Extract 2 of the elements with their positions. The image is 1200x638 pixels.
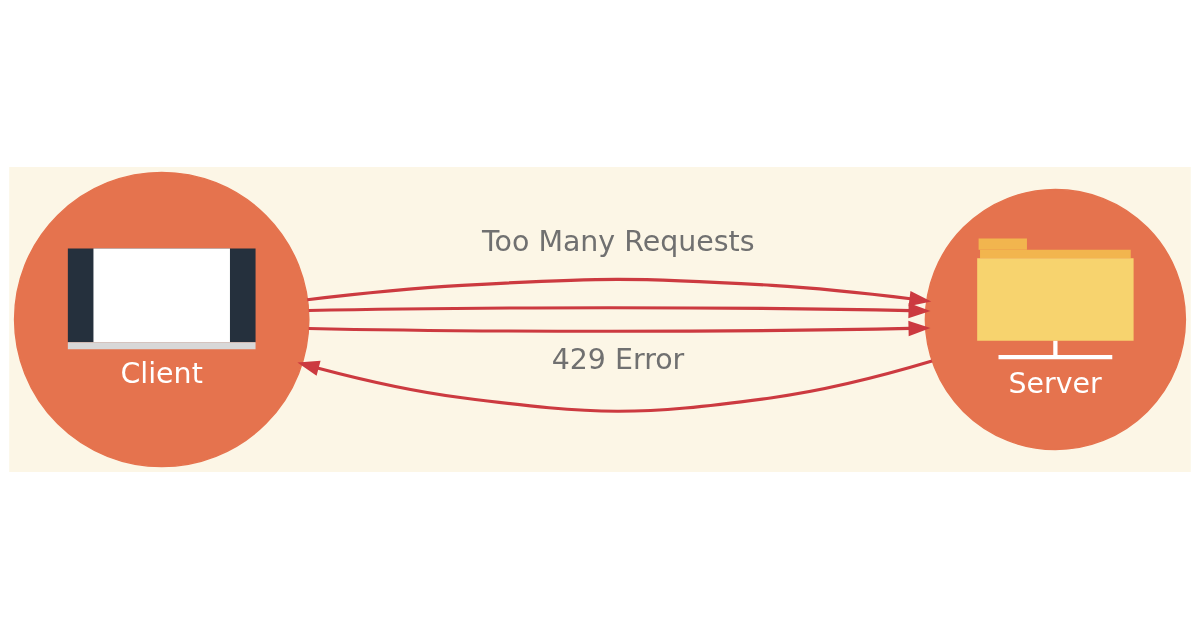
edge-label: 429 Error <box>551 342 685 376</box>
edge-label: Too Many Requests <box>482 224 755 258</box>
